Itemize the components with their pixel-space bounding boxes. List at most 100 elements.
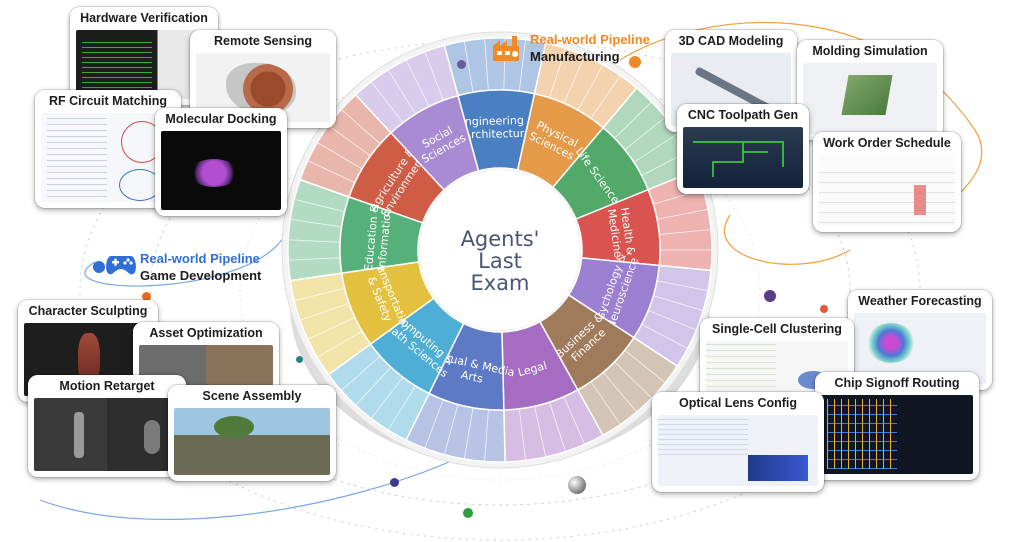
wheel-spoke — [577, 64, 604, 111]
card-title: Scene Assembly — [168, 385, 336, 407]
wheel-spoke — [370, 376, 404, 419]
card-title: Chip Signoff Routing — [815, 372, 979, 394]
cnc-screenshot — [683, 127, 803, 188]
wheel-spoke — [624, 116, 666, 151]
wheel-spoke — [341, 109, 381, 145]
wheel-spoke — [424, 51, 444, 101]
wheel-spoke — [518, 408, 526, 461]
wheel-spoke — [484, 38, 489, 91]
card-title: Single-Cell Clustering — [700, 318, 854, 340]
card-title: Asset Optimization — [133, 322, 279, 344]
wheel-spoke — [307, 317, 356, 340]
purple-sphere — [457, 60, 466, 69]
wheel-spoke — [463, 40, 474, 93]
scene-screenshot — [174, 408, 330, 475]
hardware-screenshot — [76, 30, 212, 99]
wheel-spoke — [563, 396, 586, 445]
game-pipeline-line1: Real-world Pipeline — [140, 251, 260, 266]
wheel-spoke — [355, 366, 392, 406]
wheel-spoke — [656, 208, 709, 220]
wheel-spoke — [602, 372, 638, 413]
wheel-spoke — [659, 229, 712, 235]
wheel-sector-label: Engineering &Architecture — [458, 114, 537, 142]
workorder-screenshot — [819, 155, 955, 226]
card-work-order-schedule[interactable]: Work Order Schedule — [813, 132, 961, 232]
card-optical-lens-config[interactable]: Optical Lens Config — [652, 392, 824, 492]
wheel-spoke — [463, 407, 474, 460]
center-title: Agents' Last Exam — [440, 228, 560, 294]
silver-sphere — [568, 476, 586, 494]
wheel-spoke — [624, 349, 666, 384]
card-motion-retarget[interactable]: Motion Retarget — [28, 375, 186, 477]
wheel-spoke — [484, 409, 489, 462]
card-cnc-toolpath-gen[interactable]: CNC Toolpath Gen — [677, 104, 809, 194]
card-title: Character Sculpting — [18, 300, 158, 322]
wheel-spoke — [614, 101, 652, 139]
center-title-line1: Agents' — [460, 227, 540, 251]
wheel-spoke — [317, 142, 363, 170]
wheel-spoke — [341, 355, 381, 391]
optical-screenshot — [658, 415, 818, 486]
card-chip-signoff-routing[interactable]: Chip Signoff Routing — [815, 372, 979, 480]
wheel-center — [420, 170, 580, 330]
card-title: Motion Retarget — [28, 375, 186, 397]
wheel-spoke — [648, 309, 697, 331]
wheel-sector — [389, 94, 480, 192]
card-title: RF Circuit Matching — [35, 90, 181, 112]
wheel-spoke — [590, 381, 621, 425]
manufacturing-pipeline-line2: Manufacturing — [530, 49, 620, 64]
card-title: CNC Toolpath Gen — [677, 104, 809, 126]
wheel-spoke — [317, 330, 363, 358]
molecular-screenshot — [161, 131, 281, 210]
wheel-spoke — [518, 39, 526, 92]
green-sphere — [463, 508, 473, 518]
card-title: Hardware Verification — [70, 7, 218, 29]
wheel-spoke — [549, 48, 566, 98]
card-title: Work Order Schedule — [813, 132, 961, 154]
wheel-spoke — [563, 55, 586, 104]
wheel-spoke — [387, 385, 416, 431]
coral-sphere — [820, 305, 828, 313]
chip-screenshot — [821, 395, 973, 474]
orange-small-sphere — [142, 292, 151, 301]
card-title: Weather Forecasting — [848, 290, 992, 312]
violet-sphere — [764, 290, 776, 302]
rf-screenshot — [41, 113, 175, 202]
wheel-spoke — [534, 406, 547, 458]
wheel-spoke — [290, 218, 342, 228]
card-molecular-docking[interactable]: Molecular Docking — [155, 108, 287, 216]
orange-sphere — [629, 56, 641, 68]
factory-icon — [490, 32, 522, 64]
wheel-spoke — [307, 160, 356, 183]
blue-sphere — [93, 261, 105, 273]
wheel-spoke — [294, 198, 345, 213]
center-title-line3: Exam — [470, 271, 530, 295]
card-title: Molding Simulation — [797, 40, 943, 62]
card-title: 3D CAD Modeling — [665, 30, 797, 52]
wheel-spoke — [656, 280, 709, 292]
card-title: Optical Lens Config — [652, 392, 824, 414]
molding-screenshot — [803, 63, 937, 134]
card-molding-simulation[interactable]: Molding Simulation — [797, 40, 943, 140]
wheel-spoke — [653, 295, 704, 312]
wheel-spoke — [288, 239, 341, 243]
wheel-sector-label: Education &Information — [362, 203, 394, 272]
wheel-spoke — [590, 75, 621, 119]
motion-screenshot — [34, 398, 180, 471]
game-pipeline-line2: Game Development — [140, 268, 262, 283]
gamepad-icon — [104, 250, 138, 278]
wheel-spoke — [424, 399, 444, 449]
card-title: Molecular Docking — [155, 108, 287, 130]
wheel-spoke — [633, 133, 678, 163]
wheel-spoke — [328, 125, 371, 157]
wheel-spoke — [370, 81, 404, 124]
teal-sphere — [296, 356, 303, 363]
card-scene-assembly[interactable]: Scene Assembly — [168, 385, 336, 481]
wheel-spoke — [387, 69, 416, 115]
card-hardware-verification[interactable]: Hardware Verification — [70, 7, 218, 105]
manufacturing-pipeline-label: Real-world Pipeline Manufacturing — [530, 32, 650, 64]
wheel-spoke — [299, 302, 350, 321]
wheel-spoke — [443, 404, 459, 455]
